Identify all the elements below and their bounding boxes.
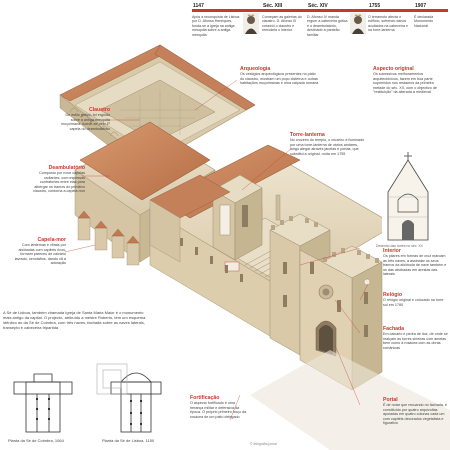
floor-plan-lisboa xyxy=(96,363,162,433)
tower-engraving-icon xyxy=(382,152,434,242)
timeline-year: Séc. XIV xyxy=(307,3,329,9)
annotation-text: Os pilares em formas de cruz marcam as t… xyxy=(383,254,447,276)
annotation-title: Arqueologia xyxy=(240,66,271,72)
timeline-text: Começam as galerias do claustro. D. Afon… xyxy=(262,15,302,33)
timeline-year: 1907 xyxy=(414,3,428,9)
annotation-title: Claustro xyxy=(88,107,110,113)
timeline-text: É declarada Monumento Nacional xyxy=(414,15,434,28)
timeline-year: Séc. XIII xyxy=(262,3,284,9)
annotation-interior: Interior Os pilares em formas de cruz ma… xyxy=(383,248,448,277)
annotation-title: Capela-mor xyxy=(37,237,66,243)
credit: © Infografia jornal xyxy=(250,442,277,446)
annotation-archaeology: Arqueologia Os vestígios arqueológicos p… xyxy=(240,66,320,86)
king-portrait-icon xyxy=(243,13,259,34)
annotation-fortification: Fortificação O aspecto fortificado é uma… xyxy=(190,395,248,419)
transept xyxy=(149,174,231,263)
annotation-ambulatory: Deambulatório Composto por nove capelas … xyxy=(30,165,85,194)
lantern-tower xyxy=(212,174,263,261)
timeline-bar xyxy=(192,9,448,12)
timeline-year: 1147 xyxy=(192,3,205,9)
annotation-text: No cruzeiro do templo, o cruzeiro é ilum… xyxy=(290,138,365,156)
annotation-main-chapel: Capela-mor Com lanternas e vitrais por a… xyxy=(14,237,66,266)
annotation-clock: Relógio O relógio original é colocado na… xyxy=(383,292,448,307)
annotation-text: De estilo gótico, foi erguido sobre a an… xyxy=(61,113,110,131)
timeline-year: 1755 xyxy=(368,3,382,9)
intro-paragraph: A Sé de Lisboa, também chamada Igreja de… xyxy=(3,310,146,330)
timeline: 1147 Após a reconquista de Lisboa por D.… xyxy=(192,3,448,63)
annotation-title: Torre-lanterna xyxy=(290,132,325,138)
timeline-text: Após a reconquista de Lisboa por D. Afon… xyxy=(192,15,240,37)
clock-icon xyxy=(363,278,371,286)
leader-lines xyxy=(64,79,369,421)
annotation-title: Interior xyxy=(383,248,401,254)
annotation-title: Fachada xyxy=(383,326,405,332)
annotation-title: Fortificação xyxy=(190,395,220,401)
plan-caption: Planta da Sé de Coimbra, 1064 xyxy=(8,438,64,443)
timeline-text: D. Afonso IV manda erguer a cabeceira gó… xyxy=(307,15,348,37)
plan-caption: Planta da Sé de Lisboa, 1150 xyxy=(102,438,155,443)
annotation-portal: Portal É de notar que recuando no fachad… xyxy=(383,397,448,426)
annotation-original-appearance: Aspecto original Os sucessivos melhorame… xyxy=(373,66,445,95)
timeline-text: O terramoto afecta o edifício, sofrendo … xyxy=(368,15,408,33)
annotation-cloister: Claustro De estilo gótico, foi erguido s… xyxy=(60,107,110,131)
king-portrait-icon xyxy=(350,13,366,34)
engraving-caption: Desenho das torres no séc. XII xyxy=(376,244,423,248)
annotation-text: Em calcário e pedra de lioz, de onde se … xyxy=(383,332,448,350)
annotation-text: O relógio original é colocado na torre s… xyxy=(383,298,444,307)
annotation-text: Composto por nove capelas radiantes, com… xyxy=(33,171,85,193)
annotation-text: É de notar que recuando no fachada, é co… xyxy=(383,403,447,425)
annotation-title: Deambulatório xyxy=(48,165,85,171)
annotation-title: Portal xyxy=(383,397,398,403)
annotation-text: Com lanternas e vitrais por abóbadas com… xyxy=(14,243,66,265)
annotation-text: Os sucessivos melhoramentos arquitectóni… xyxy=(373,72,437,94)
annotation-lantern-tower: Torre-lanterna No cruzeiro do templo, o … xyxy=(290,132,368,156)
annotation-title: Aspecto original xyxy=(373,66,414,72)
annotation-facade: Fachada Em calcário e pedra de lioz, de … xyxy=(383,326,448,350)
floor-plan-coimbra xyxy=(13,373,73,433)
annotation-text: Os vestígios arqueológicos presentes no … xyxy=(240,72,319,85)
annotation-title: Relógio xyxy=(383,292,403,298)
annotation-text: O aspecto fortificado é uma herança mili… xyxy=(190,401,247,419)
